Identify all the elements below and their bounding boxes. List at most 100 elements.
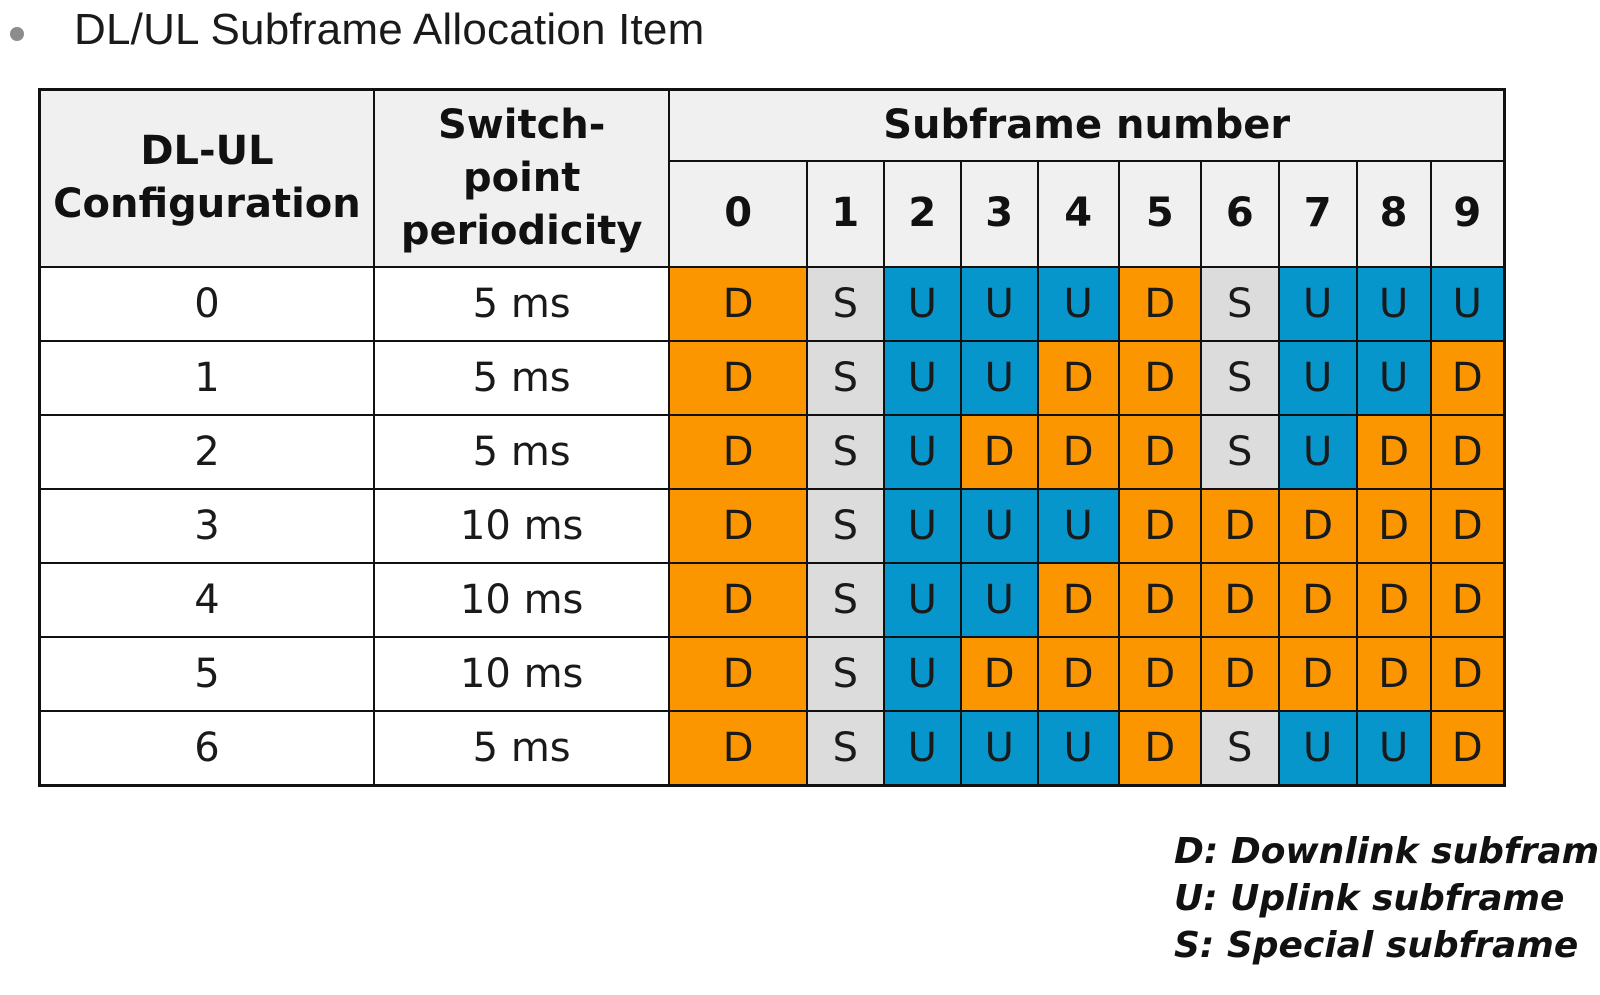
- subframe-cell-s: S: [1199, 339, 1280, 416]
- subframe-cell-u: U: [1429, 265, 1506, 342]
- subframe-cell-d: D: [1199, 487, 1280, 564]
- subframe-cell-d: D: [1429, 413, 1506, 490]
- config-cell: 2: [38, 413, 375, 490]
- subframe-cell-d: D: [1117, 561, 1202, 638]
- subframe-number-9: 9: [1429, 159, 1506, 268]
- periodicity-cell: 5 ms: [372, 413, 671, 490]
- subframe-cell-s: S: [805, 561, 885, 638]
- subframe-cell-u: U: [882, 265, 962, 342]
- header-switch-line1: Switch-: [437, 102, 606, 149]
- periodicity-cell: 10 ms: [372, 635, 671, 712]
- subframe-cell-u: U: [959, 339, 1039, 416]
- subframe-cell-u: U: [959, 709, 1039, 786]
- periodicity-cell: 10 ms: [372, 561, 671, 638]
- subframe-cell-d: D: [668, 561, 808, 638]
- subframe-cell-d: D: [668, 709, 808, 786]
- header-switch-line3: periodicity: [400, 207, 643, 254]
- subframe-cell-u: U: [882, 487, 962, 564]
- subframe-cell-d: D: [1429, 635, 1506, 712]
- subframe-cell-d: D: [668, 339, 808, 416]
- subframe-cell-s: S: [1199, 413, 1280, 490]
- config-cell: 1: [38, 339, 375, 416]
- subframe-cell-d: D: [1355, 413, 1432, 490]
- subframe-cell-d: D: [668, 413, 808, 490]
- subframe-cell-s: S: [805, 709, 885, 786]
- subframe-cell-u: U: [959, 487, 1039, 564]
- subframe-cell-d: D: [1355, 635, 1432, 712]
- subframe-cell-d: D: [1117, 487, 1202, 564]
- subframe-cell-d: D: [1277, 561, 1358, 638]
- subframe-number-5: 5: [1117, 159, 1202, 268]
- subframe-cell-d: D: [1036, 561, 1120, 638]
- subframe-cell-s: S: [1199, 709, 1280, 786]
- subframe-cell-u: U: [1277, 265, 1358, 342]
- subframe-allocation-table: DL-UL Configuration Switch- point period…: [38, 88, 1506, 787]
- subframe-cell-d: D: [1199, 561, 1280, 638]
- subframe-cell-s: S: [805, 413, 885, 490]
- subframe-cell-u: U: [1277, 339, 1358, 416]
- subframe-cell-d: D: [1117, 265, 1202, 342]
- legend-special: S: Special subframe: [1174, 925, 1579, 966]
- subframe-number-4: 4: [1036, 159, 1120, 268]
- periodicity-cell: 10 ms: [372, 487, 671, 564]
- subframe-cell-d: D: [1277, 635, 1358, 712]
- subframe-cell-d: D: [1429, 339, 1506, 416]
- config-cell: 4: [38, 561, 375, 638]
- subframe-cell-d: D: [1117, 339, 1202, 416]
- subframe-cell-d: D: [1117, 709, 1202, 786]
- subframe-cell-d: D: [1036, 635, 1120, 712]
- subframe-cell-u: U: [1036, 709, 1120, 786]
- periodicity-cell: 5 ms: [372, 265, 671, 342]
- subframe-cell-d: D: [1277, 487, 1358, 564]
- subframe-cell-s: S: [805, 265, 885, 342]
- subframe-cell-d: D: [1036, 339, 1120, 416]
- config-cell: 6: [38, 709, 375, 786]
- subframe-number-3: 3: [959, 159, 1039, 268]
- subframe-cell-d: D: [1355, 487, 1432, 564]
- subframe-cell-d: D: [1117, 635, 1202, 712]
- subframe-cell-s: S: [805, 635, 885, 712]
- header-switch-line2: point: [462, 154, 581, 201]
- subframe-cell-d: D: [1036, 413, 1120, 490]
- header-subframe-number: Subframe number: [668, 88, 1506, 162]
- subframe-cell-u: U: [1277, 709, 1358, 786]
- header-config: DL-UL Configuration: [38, 88, 375, 268]
- subframe-cell-u: U: [1277, 413, 1358, 490]
- subframe-number-8: 8: [1355, 159, 1432, 268]
- header-config-line2: Configuration: [53, 181, 361, 228]
- subframe-cell-d: D: [1199, 635, 1280, 712]
- bullet-icon: [10, 27, 24, 41]
- subframe-cell-u: U: [882, 709, 962, 786]
- subframe-number-6: 6: [1199, 159, 1280, 268]
- title-bullet-line: DL/UL Subframe Allocation Item: [10, 0, 704, 60]
- subframe-number-1: 1: [805, 159, 885, 268]
- subframe-cell-d: D: [1429, 487, 1506, 564]
- subframe-cell-d: D: [668, 635, 808, 712]
- header-switch-point: Switch- point periodicity: [372, 88, 671, 268]
- subframe-cell-d: D: [1355, 561, 1432, 638]
- subframe-cell-u: U: [1355, 265, 1432, 342]
- subframe-cell-u: U: [882, 561, 962, 638]
- subframe-cell-u: U: [882, 339, 962, 416]
- subframe-cell-u: U: [1036, 487, 1120, 564]
- subframe-cell-u: U: [959, 561, 1039, 638]
- subframe-cell-u: U: [959, 265, 1039, 342]
- subframe-cell-d: D: [1117, 413, 1202, 490]
- subframe-cell-d: D: [1429, 709, 1506, 786]
- page-title: DL/UL Subframe Allocation Item: [74, 5, 705, 54]
- subframe-cell-u: U: [882, 635, 962, 712]
- subframe-number-7: 7: [1277, 159, 1358, 268]
- periodicity-cell: 5 ms: [372, 709, 671, 786]
- config-cell: 0: [38, 265, 375, 342]
- subframe-cell-d: D: [668, 265, 808, 342]
- subframe-number-2: 2: [882, 159, 962, 268]
- subframe-cell-d: D: [959, 635, 1039, 712]
- header-config-line1: DL-UL: [140, 128, 274, 175]
- subframe-cell-u: U: [1355, 709, 1432, 786]
